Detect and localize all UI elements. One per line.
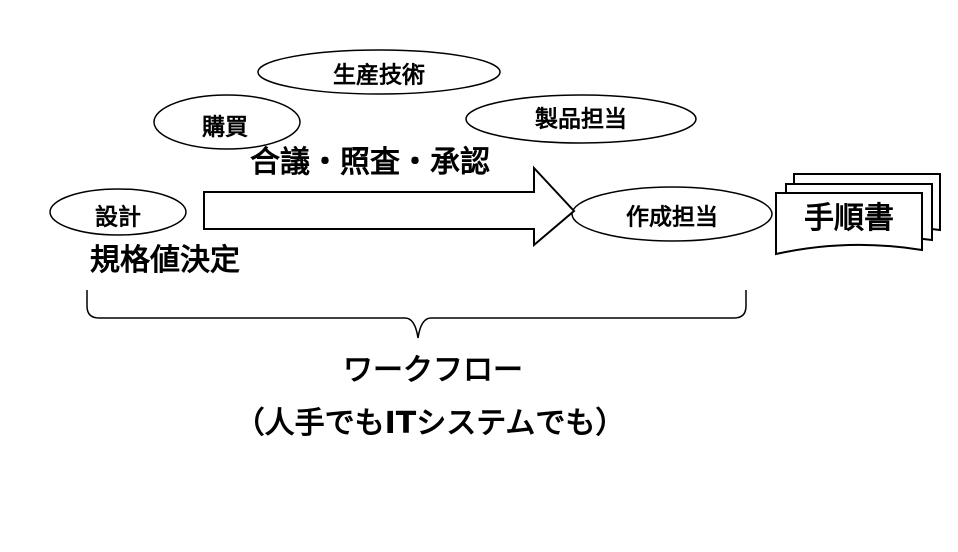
- product-owner-label: 製品担当: [535, 106, 627, 133]
- approval-label: 合議・照査・承認: [250, 145, 490, 180]
- workflow-title: ワークフロー: [343, 353, 523, 388]
- design-oval: [49, 188, 187, 236]
- author-label: 作成担当: [626, 204, 718, 231]
- production-engineering-oval: [257, 49, 501, 95]
- workflow-subtitle: （人手でもITシステムでも）: [234, 406, 626, 441]
- spec-decision-label: 規格値決定: [90, 243, 240, 278]
- procedure-document-label: 手順書: [804, 201, 894, 236]
- product-owner-oval: [465, 94, 697, 144]
- procedure-document-icon: [775, 173, 941, 256]
- purchasing-oval: [153, 94, 301, 150]
- purchasing-label: 購買: [202, 114, 248, 141]
- production-engineering-label: 生産技術: [333, 62, 425, 89]
- approval-arrow: [203, 165, 576, 248]
- design-label: 設計: [95, 204, 141, 231]
- workflow-bracket: [86, 290, 747, 339]
